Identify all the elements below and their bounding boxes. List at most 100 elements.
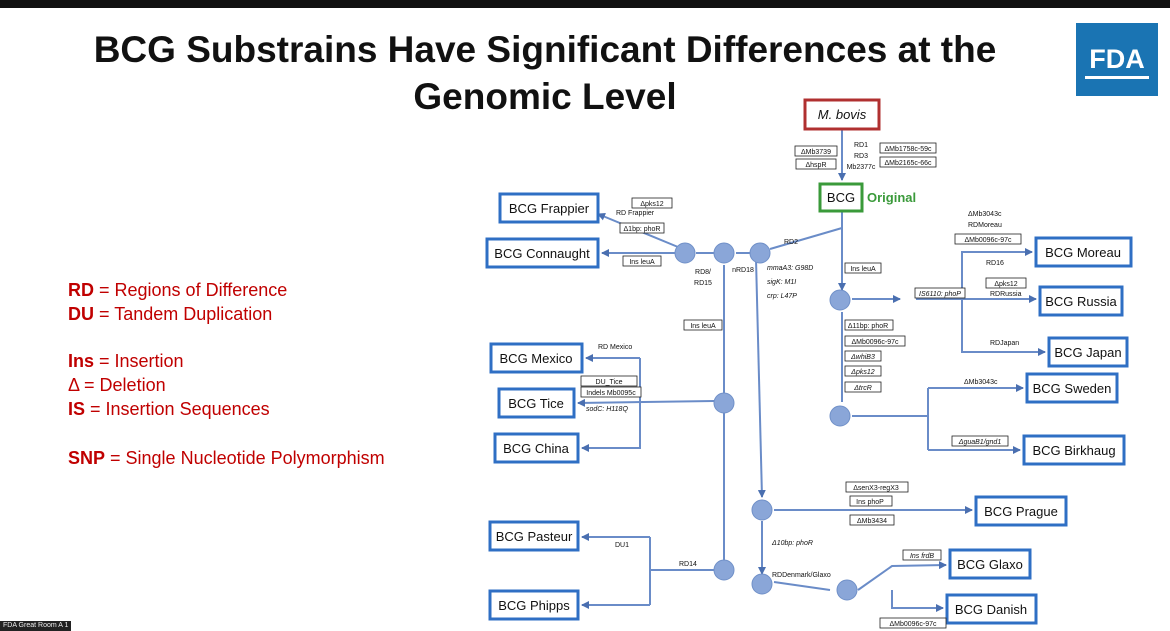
note-dpks12-mid: Δpks12 <box>850 369 874 376</box>
tag-box <box>951 435 1009 447</box>
tag-box <box>580 375 638 387</box>
legend-abbr: IS <box>68 399 86 419</box>
tag-box <box>631 197 673 209</box>
note-dtrcr: ΔtrcR <box>853 385 872 392</box>
legend-snp: SNP = Single Nucleotide Polymorphism <box>68 448 385 469</box>
legend-abbr: Δ <box>68 375 80 395</box>
fda-logo-text: FDA <box>1089 44 1145 74</box>
node-glaxo <box>836 579 858 601</box>
note-ins-frdb: Ins frdB <box>910 553 934 560</box>
strain-box-danish <box>945 593 1038 625</box>
note-dmb0096-moreau: ΔMb0096c-97c <box>964 237 1012 244</box>
note-ins-leua-main: Ins leuA <box>850 266 876 273</box>
note-dmb3434: ΔMb3434 <box>857 518 887 525</box>
tag-box <box>844 365 882 377</box>
node-denmark <box>751 573 773 595</box>
node-nrd18 <box>713 242 735 264</box>
note-crp: crp: L47P <box>767 293 797 300</box>
legend-du: DU = Tandem Duplication <box>68 304 272 325</box>
strain-box-prague <box>974 495 1068 527</box>
note-rdrussia: RDRussia <box>990 291 1022 298</box>
node-prague <box>751 499 773 521</box>
window-label: FDA Great Room A 1 <box>0 621 72 631</box>
strain-sweden: BCG Sweden <box>1033 381 1112 396</box>
legend-rd: RD = Regions of Difference <box>68 280 287 301</box>
strain-box-birkhaug <box>1022 434 1126 466</box>
strain-mexico: BCG Mexico <box>500 351 573 366</box>
note-dpks12-frappier: Δpks12 <box>640 201 663 208</box>
note-dsenx3: ΔsenX3-regX3 <box>853 485 899 492</box>
legend-text: = Insertion <box>94 351 184 371</box>
tag-box <box>580 386 642 398</box>
note-rd8: RD8/ <box>695 269 711 276</box>
note-dwhib3: ΔwhiB3 <box>850 354 875 361</box>
tag-box <box>902 549 942 561</box>
note-dmb3043c-sweden: ΔMb3043c <box>964 379 998 386</box>
strain-box-russia <box>1038 285 1124 317</box>
legend-text: = Regions of Difference <box>94 280 288 300</box>
tag-box <box>849 495 893 507</box>
note-rdmoreau: RDMoreau <box>968 222 1002 229</box>
node-leua <box>829 289 851 311</box>
node-rd2 <box>749 242 771 264</box>
strain-china: BCG China <box>503 441 570 456</box>
tag-box <box>844 335 906 347</box>
note-rd3: RD3 <box>854 153 868 160</box>
note-dmb0096-mid: ΔMb0096c-97c <box>851 339 899 346</box>
note-rd15: RD15 <box>694 280 712 287</box>
strain-connaught: BCG Connaught <box>494 246 590 261</box>
legend-abbr: RD <box>68 280 94 300</box>
note-rd16: RD16 <box>986 260 1004 267</box>
tag-box <box>844 262 882 274</box>
note-dmb3739: ΔMb3739 <box>801 149 831 156</box>
tag-box <box>795 158 837 170</box>
strain-prague: BCG Prague <box>984 504 1058 519</box>
note-sodc: sodC: H118Q <box>586 406 628 413</box>
tag-box <box>845 481 909 493</box>
note-mb2377c: Mb2377c <box>847 164 876 171</box>
note-sigk: sigK: M1I <box>767 279 796 286</box>
fda-logo-underline <box>1085 76 1149 79</box>
strain-japan: BCG Japan <box>1054 345 1121 360</box>
legend-abbr: Ins <box>68 351 95 371</box>
legend-text: = Tandem Duplication <box>94 304 273 324</box>
strain-box-frappier <box>498 192 600 224</box>
legend-is: IS = Insertion Sequences <box>68 399 270 420</box>
strain-birkhaug: BCG Birkhaug <box>1032 443 1115 458</box>
tag-box <box>794 145 838 157</box>
strain-box-china <box>493 432 580 464</box>
strain-box-moreau <box>1034 236 1133 268</box>
note-du1: DU1 <box>615 542 629 549</box>
note-dmb2165: ΔMb2165c-66c <box>884 160 932 167</box>
fda-logo: FDA <box>1076 23 1158 96</box>
note-rddenmark: RDDenmark/Glaxo <box>772 572 831 579</box>
strain-box-sweden <box>1025 372 1119 404</box>
note-dguab1: ΔguaB1/gnd1 <box>958 439 1002 446</box>
top-bar <box>0 0 1170 8</box>
tag-box <box>619 222 665 234</box>
note-dmb3043c-moreau: ΔMb3043c <box>968 211 1002 218</box>
root-box <box>803 98 881 131</box>
legend-ins: Ins = Insertion <box>68 351 184 372</box>
strain-box-mexico <box>489 342 584 374</box>
legend-text: = Insertion Sequences <box>85 399 270 419</box>
node-connaught <box>674 242 696 264</box>
slide-title-line-2: Genomic Level <box>413 76 677 117</box>
tag-box <box>622 255 662 267</box>
note-ins-leua-mexico: Ins leuA <box>690 323 716 330</box>
note-indels: Indels Mb0095c <box>586 390 636 397</box>
strain-frappier: BCG Frappier <box>509 201 590 216</box>
strain-pasteur: BCG Pasteur <box>496 529 573 544</box>
strain-box-japan <box>1047 336 1129 368</box>
strain-box-connaught <box>485 237 600 269</box>
bcg-label: BCG <box>827 190 855 205</box>
note-dpks12-russia: Δpks12 <box>994 281 1017 288</box>
tag-box <box>985 277 1027 289</box>
note-dmb0096-danish: ΔMb0096c-97c <box>889 621 937 628</box>
strain-moreau: BCG Moreau <box>1045 245 1121 260</box>
node-pasteur <box>713 559 735 581</box>
strain-box-phipps <box>488 589 580 621</box>
note-du-tice: DU_Tice <box>596 379 623 386</box>
strain-danish: BCG Danish <box>955 602 1027 617</box>
